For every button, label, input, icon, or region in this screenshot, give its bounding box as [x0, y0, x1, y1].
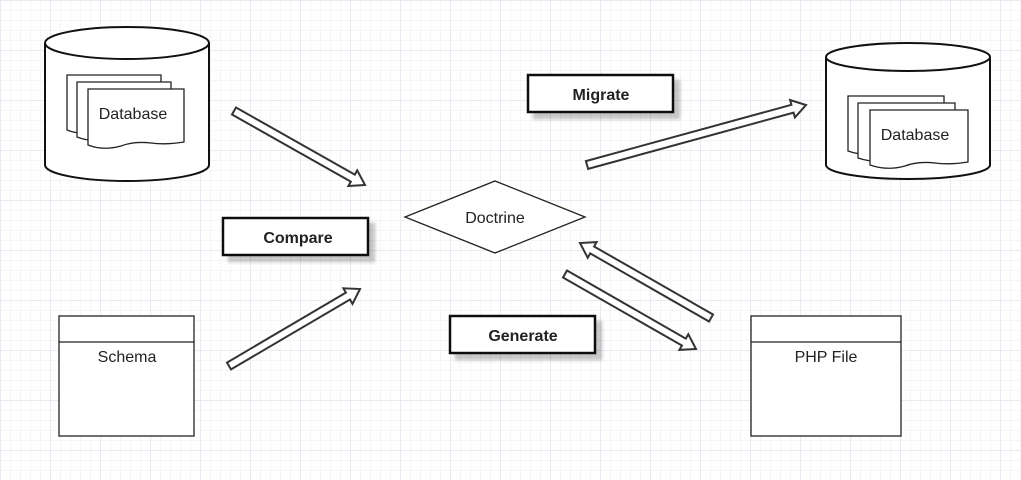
- schema-label: Schema: [98, 349, 157, 366]
- db-to-doctrine-arrow: [230, 106, 367, 188]
- php-to-doctrine-arrow: [578, 241, 715, 323]
- doctrine-label: Doctrine: [465, 210, 525, 227]
- doctrine-to-php-arrow: [561, 269, 698, 351]
- target-database-node[interactable]: Database: [825, 42, 991, 180]
- compare-label-box[interactable]: Compare: [221, 216, 370, 257]
- target-database-label: Database: [881, 127, 950, 144]
- php-file-label: PHP File: [795, 349, 858, 366]
- source-database-document-stack-icon: [66, 74, 185, 149]
- migrate-label-box[interactable]: Migrate: [526, 73, 675, 114]
- doctrine-to-db-arrow: [584, 98, 808, 171]
- migrate-label: Migrate: [573, 87, 630, 104]
- compare-label: Compare: [263, 230, 332, 247]
- doctrine-node[interactable]: Doctrine: [403, 180, 587, 254]
- generate-label-box[interactable]: Generate: [448, 314, 597, 355]
- schema-to-doctrine-arrow: [225, 287, 362, 371]
- target-database-document-stack-icon: [847, 95, 969, 169]
- php-file-node[interactable]: PHP File: [750, 315, 902, 437]
- source-database-node[interactable]: Database: [44, 26, 210, 182]
- source-database-label: Database: [99, 106, 168, 123]
- schema-node[interactable]: Schema: [58, 315, 195, 437]
- generate-label: Generate: [488, 328, 557, 345]
